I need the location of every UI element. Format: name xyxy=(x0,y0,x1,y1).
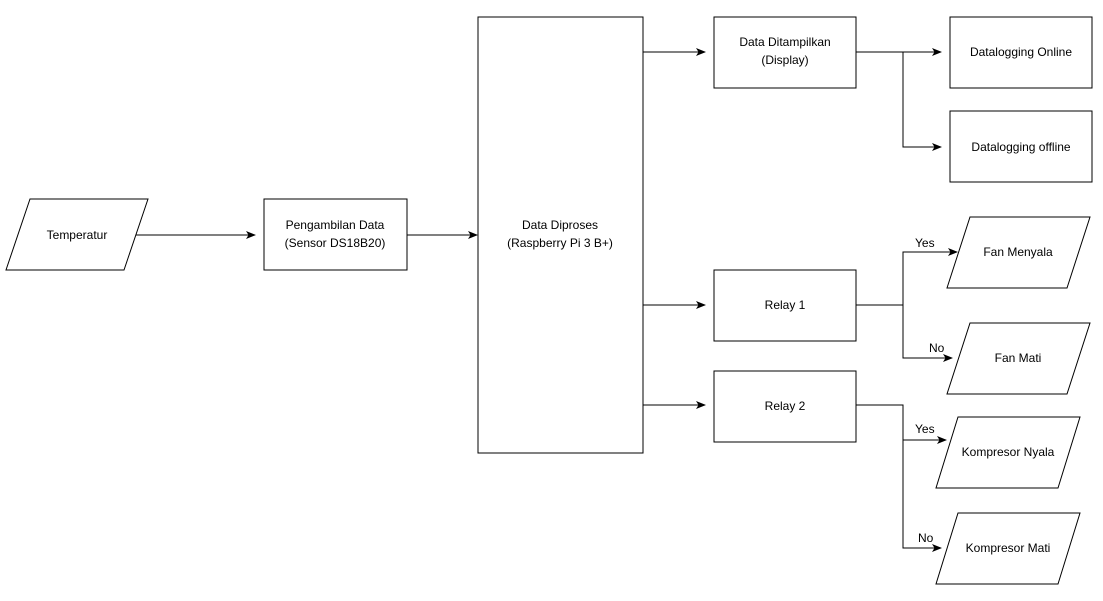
edge-label-relay2-yes: Yes xyxy=(915,422,935,436)
node-relay-1: Relay 1 xyxy=(713,269,857,342)
node-data-diproses: Data Diproses (Raspberry Pi 3 B+) xyxy=(477,16,644,454)
node-datalogging-online: Datalogging Online xyxy=(949,16,1093,89)
edge-label-relay1-yes: Yes xyxy=(915,236,935,250)
node-relay1-label: Relay 1 xyxy=(765,298,806,312)
node-pengambilan-data: Pengambilan Data (Sensor DS18B20) xyxy=(263,198,408,271)
edge-label-relay2-no: No xyxy=(918,531,934,545)
edge-relay2-to-kompresor-nyala xyxy=(856,404,947,444)
node-kompresor-nyala: Kompresor Nyala xyxy=(935,416,1081,489)
edge-relay1-to-fan-menyala xyxy=(856,248,958,306)
node-temperatur: Temperatur xyxy=(5,198,149,271)
node-datalogging-offline: Datalogging offline xyxy=(949,110,1093,183)
node-pengambilan-line1: Pengambilan Data xyxy=(286,218,385,232)
edge-label-relay1-no: No xyxy=(929,341,945,355)
node-ditampilkan-line1: Data Ditampilkan xyxy=(739,35,830,49)
edge-relay1-to-fan-mati xyxy=(902,305,953,362)
node-diproses-line1: Data Diproses xyxy=(522,218,598,232)
node-fan-mati: Fan Mati xyxy=(946,322,1091,395)
node-data-ditampilkan: Data Ditampilkan (Display) xyxy=(713,16,857,89)
edge-relay2-to-kompresor-mati xyxy=(902,440,942,552)
node-kompresor-mati-label: Kompresor Mati xyxy=(966,541,1051,555)
connectors xyxy=(136,48,958,552)
node-relay2-label: Relay 2 xyxy=(765,399,806,413)
node-diproses-line2: (Raspberry Pi 3 B+) xyxy=(507,236,613,250)
node-temperatur-label: Temperatur xyxy=(47,228,108,242)
node-kompresor-mati: Kompresor Mati xyxy=(935,512,1081,585)
node-fan-menyala: Fan Menyala xyxy=(946,216,1091,289)
node-offline-label: Datalogging offline xyxy=(971,140,1071,154)
edge-ditampilkan-to-offline xyxy=(902,52,942,151)
node-online-label: Datalogging Online xyxy=(970,45,1072,59)
node-ditampilkan-line2: (Display) xyxy=(761,53,808,67)
node-kompresor-nyala-label: Kompresor Nyala xyxy=(962,445,1055,459)
node-fan-menyala-label: Fan Menyala xyxy=(983,245,1053,259)
node-pengambilan-line2: (Sensor DS18B20) xyxy=(285,236,386,250)
node-relay-2: Relay 2 xyxy=(713,370,857,443)
node-fan-mati-label: Fan Mati xyxy=(995,351,1042,365)
